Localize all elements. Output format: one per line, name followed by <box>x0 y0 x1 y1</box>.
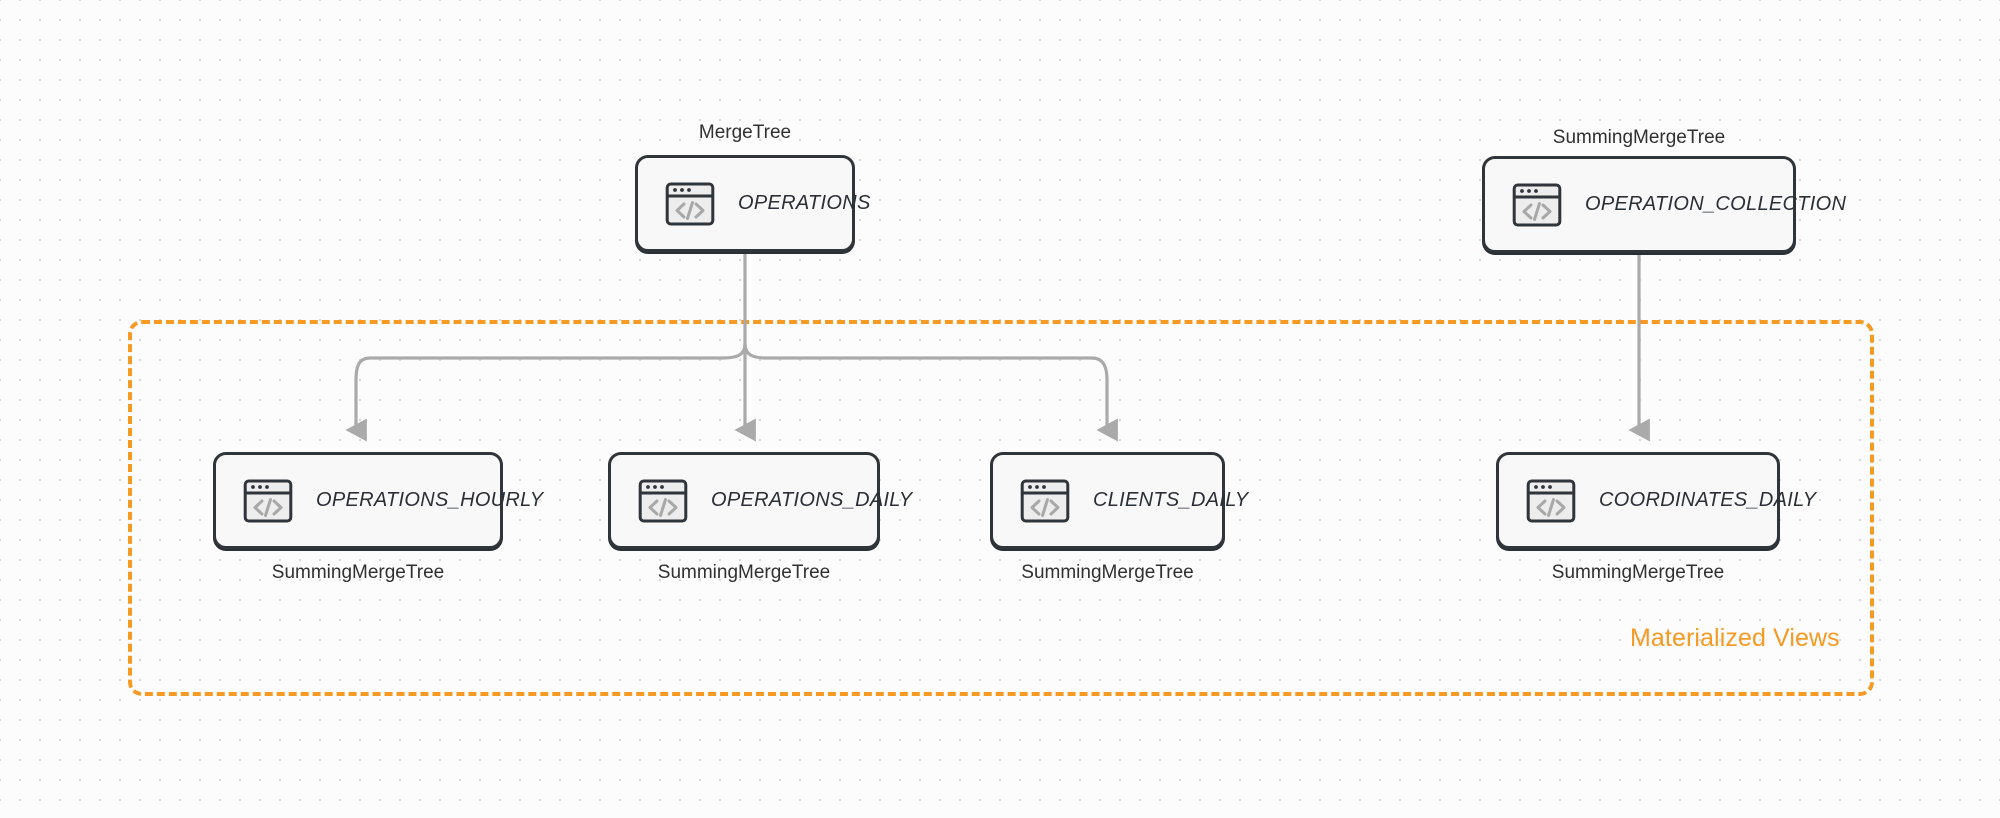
code-window-icon <box>1526 479 1576 522</box>
node-label-coordinates-daily: COORDINATES_DAILY <box>1599 489 1817 511</box>
node-operations-daily[interactable]: OPERATIONS_DAILY <box>608 452 912 549</box>
code-window-icon <box>665 182 715 225</box>
node-operations-hourly[interactable]: OPERATIONS_HOURLY <box>213 452 543 549</box>
node-label-operation-collection: OPERATION_COLLECTION <box>1585 193 1847 215</box>
engine-caption-operation-collection: SummingMergeTree <box>1552 127 1726 148</box>
node-label-operations-daily: OPERATIONS_DAILY <box>711 489 913 511</box>
materialized-views-group <box>128 320 1874 696</box>
engine-caption-clients-daily: SummingMergeTree <box>1021 562 1194 583</box>
node-label-operations: OPERATIONS <box>738 192 871 214</box>
node-label-operations-hourly: OPERATIONS_HOURLY <box>316 489 544 511</box>
code-window-icon <box>638 479 688 522</box>
materialized-views-group-label: Materialized Views <box>1630 624 1840 652</box>
node-operation-collection[interactable]: OPERATION_COLLECTION <box>1482 156 1846 253</box>
code-window-icon <box>1020 479 1070 522</box>
code-window-icon <box>1512 183 1562 226</box>
node-operations[interactable]: OPERATIONS <box>635 155 870 252</box>
engine-caption-coordinates-daily: SummingMergeTree <box>1551 562 1725 583</box>
node-label-clients-daily: CLIENTS_DAILY <box>1093 489 1249 511</box>
code-window-icon <box>243 479 293 522</box>
node-coordinates-daily[interactable]: COORDINATES_DAILY <box>1496 452 1816 549</box>
engine-caption-operations-daily: SummingMergeTree <box>657 562 831 583</box>
node-clients-daily[interactable]: CLIENTS_DAILY <box>990 452 1248 549</box>
engine-caption-operations-hourly: SummingMergeTree <box>271 562 445 583</box>
engine-caption-operations: MergeTree <box>698 122 792 143</box>
